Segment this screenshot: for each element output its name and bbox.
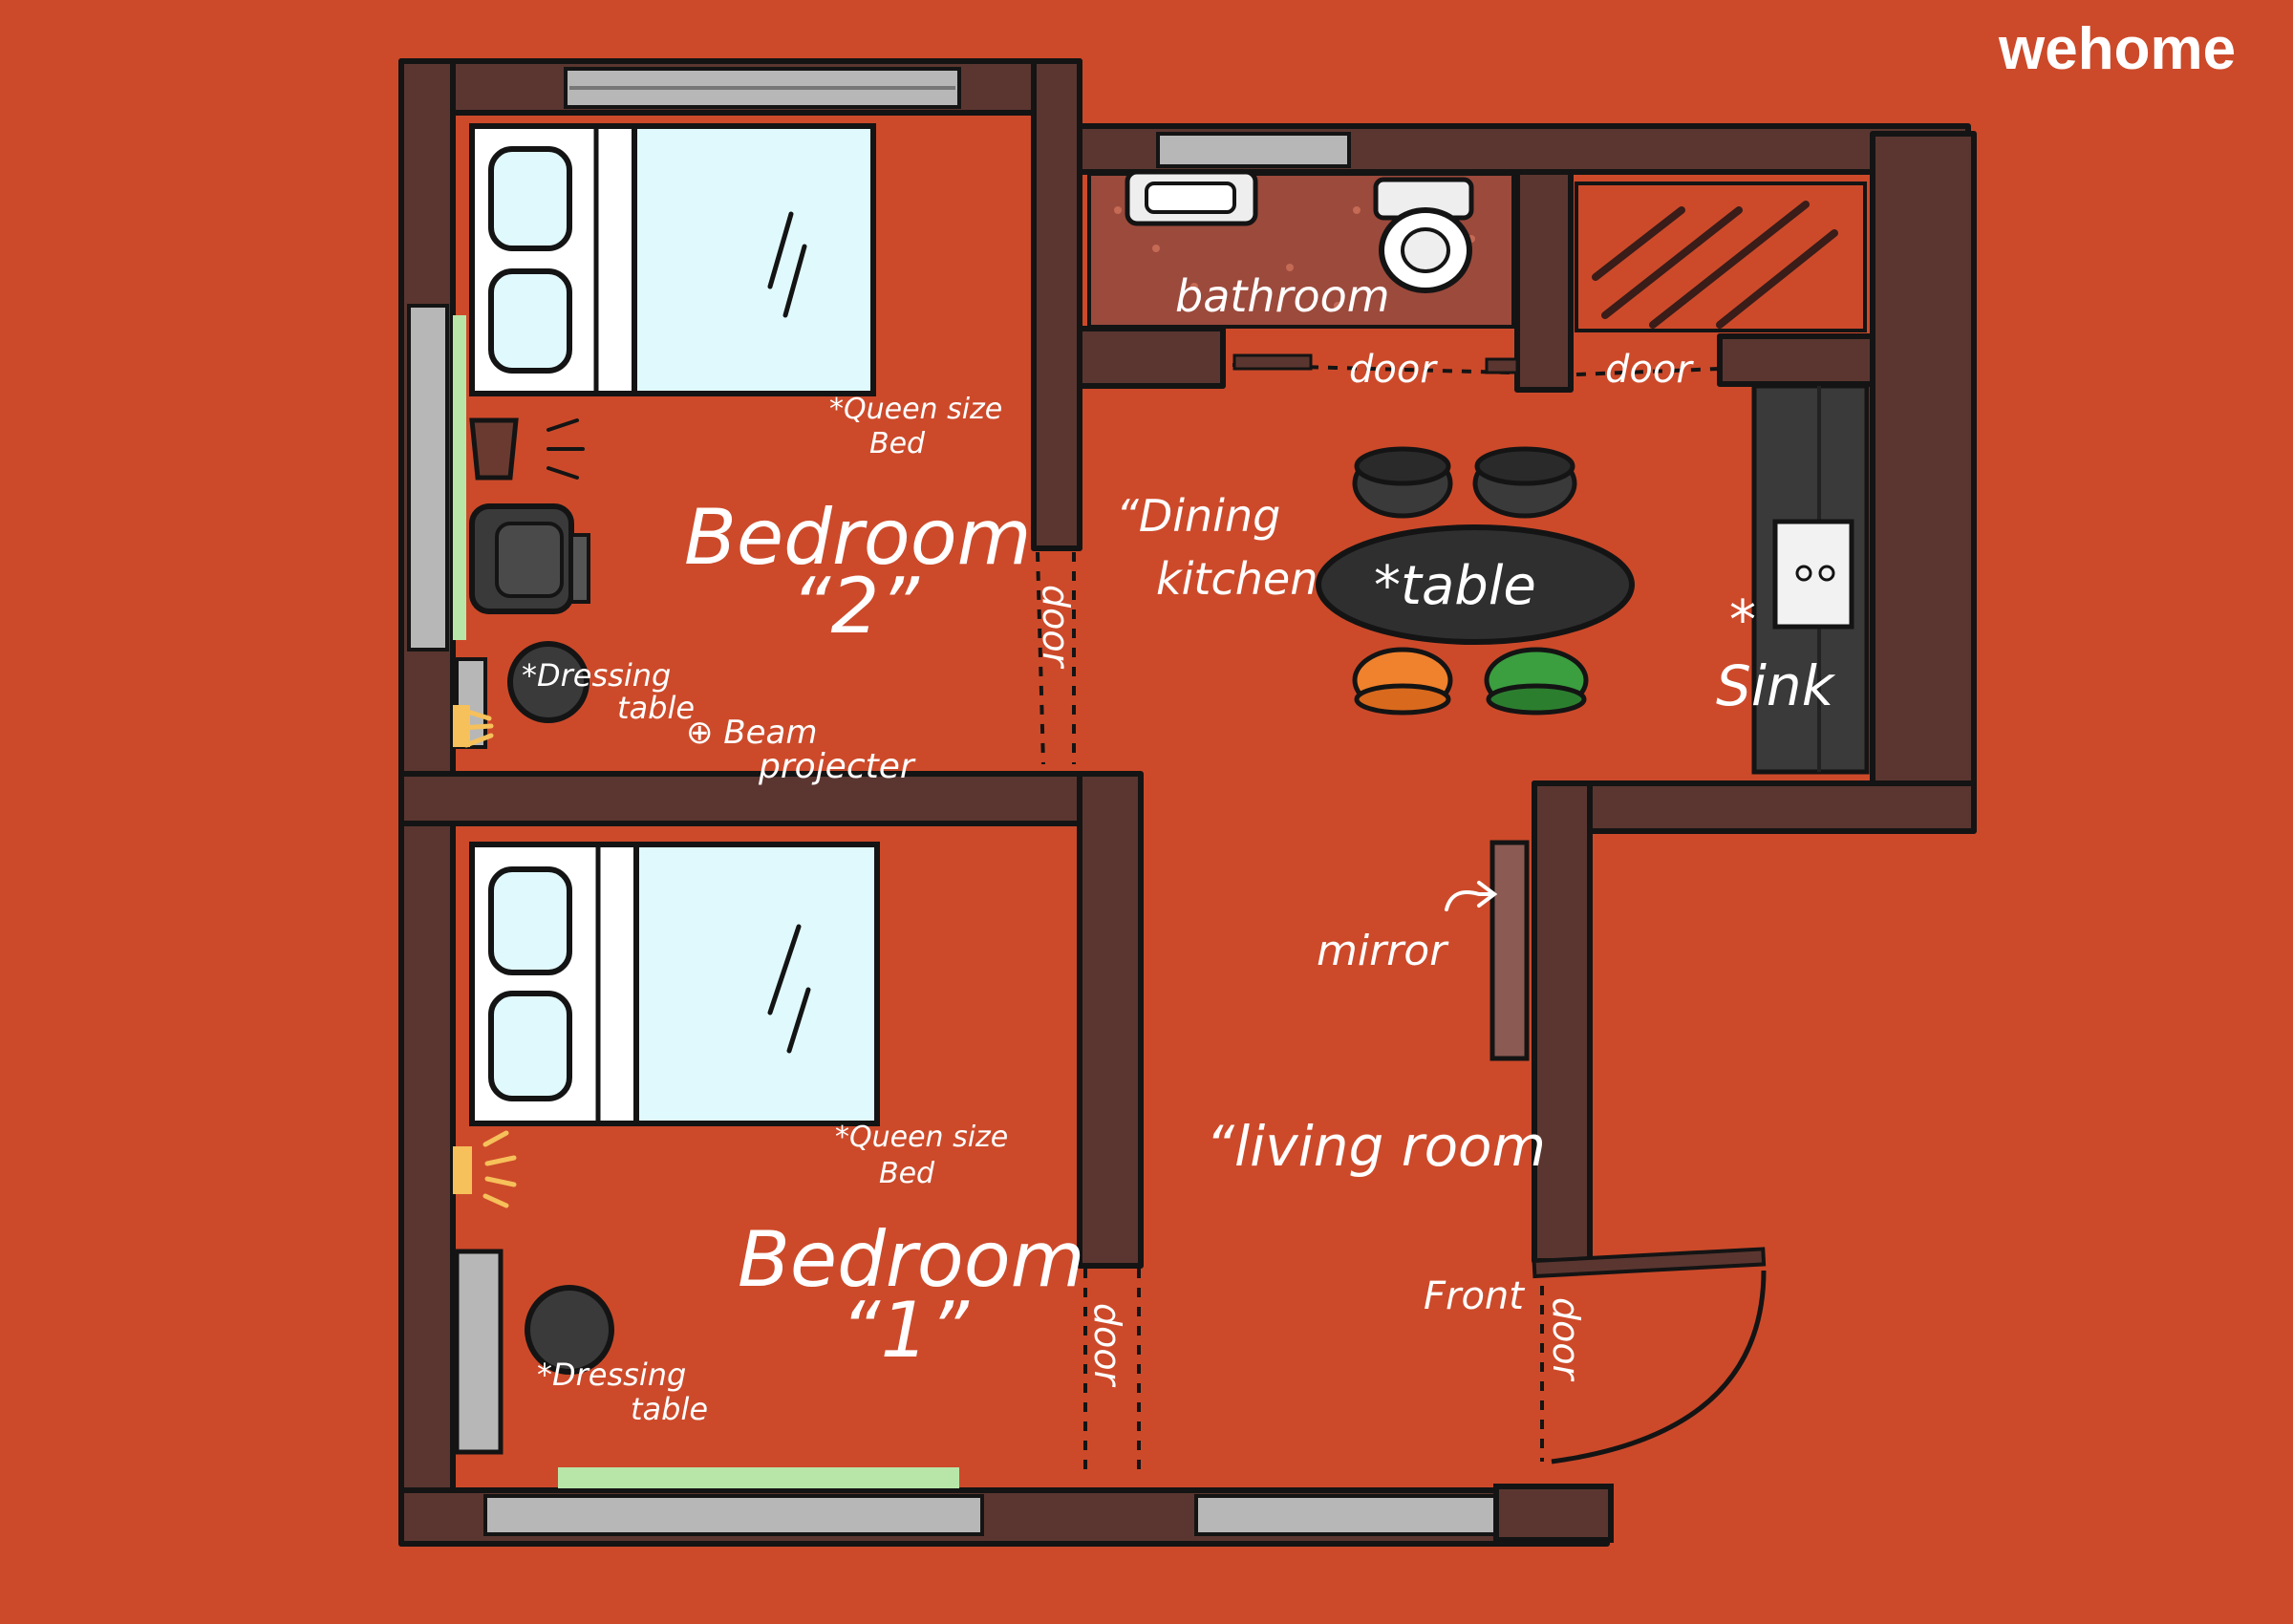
front-door-label: door — [1545, 1297, 1587, 1382]
mirror-label: mirror — [1317, 927, 1449, 975]
dining-stools — [1352, 446, 1589, 716]
bedroom1-dressing-label-line2: table — [631, 1391, 708, 1427]
armchair-icon — [469, 503, 590, 614]
bathroom-door-jamb — [1485, 357, 1519, 374]
bedroom1-door-label: door — [1086, 1303, 1128, 1388]
bedroom1-door-line — [1083, 1269, 1141, 1479]
window-bottom-left — [483, 1494, 984, 1536]
wall-bathroom-closet — [1514, 169, 1574, 393]
bedroom1-number: “1” — [841, 1286, 969, 1375]
pillow — [488, 866, 572, 975]
table-label: *table — [1374, 555, 1536, 617]
kitchen-counter — [1751, 383, 1870, 775]
bathroom-door-label: door — [1349, 348, 1438, 392]
bathroom-door-leaf — [1232, 353, 1313, 371]
bedroom2-door-line — [1036, 551, 1076, 765]
front-label: Front — [1424, 1274, 1525, 1318]
walls — [398, 58, 1977, 1547]
wall-bedroom2-right — [1031, 58, 1082, 551]
front-door — [1493, 1247, 1767, 1543]
stool-dark-1 — [1352, 446, 1453, 519]
pillow — [488, 268, 572, 374]
bedroom1-bed-label-line2: Bed — [879, 1157, 935, 1190]
window-left-bedroom2 — [407, 304, 449, 652]
bedroom2-dressing-label-line2: table — [617, 690, 695, 726]
dining-label-line1: “Dining — [1116, 490, 1280, 542]
stove-icon — [1772, 519, 1854, 630]
living-room-label: “living room — [1206, 1114, 1546, 1179]
beam-projector-label-line1: ⊕ Beam — [686, 714, 818, 752]
beam-projector-label-line2: projecter — [758, 747, 916, 786]
sink-label: Sink — [1716, 653, 1836, 718]
stool-dark-2 — [1472, 446, 1577, 519]
wall-light-icon — [453, 1130, 517, 1208]
window-sill-green — [558, 1467, 959, 1488]
bedroom2-number: “2” — [791, 562, 919, 651]
bedroom2-bed-label-line2: Bed — [869, 427, 926, 460]
windows — [407, 67, 1513, 1536]
bedroom2-door-label: door — [1035, 585, 1077, 670]
bedroom1-bed — [469, 842, 880, 1126]
wall-closet-bottom — [1717, 333, 1875, 387]
wall-bedroom1-right — [1077, 771, 1144, 1269]
window-sill-green-left — [453, 315, 466, 640]
bedroom1-title: Bedroom — [738, 1215, 1085, 1304]
bedroom2-title: Bedroom — [684, 493, 1032, 582]
stool-orange — [1352, 647, 1453, 716]
toilet-icon — [1373, 177, 1474, 293]
bedroom2-bed-label-line1: *Queen size — [829, 393, 1002, 426]
pillow — [488, 991, 572, 1101]
bedroom2-bed — [469, 123, 876, 396]
wall-living-right — [1532, 780, 1593, 1264]
sink-star: * — [1729, 589, 1756, 652]
wall-living-top-right — [1532, 780, 1977, 834]
logo-text: wehome — [1998, 16, 2236, 82]
closet-door-label: door — [1605, 348, 1694, 392]
bedroom1-dressing-label-line1: *Dressing — [537, 1357, 686, 1393]
dining-table: *table — [1316, 524, 1635, 645]
mirror-icon — [1445, 840, 1530, 1061]
wall-right-kitchen — [1870, 131, 1977, 786]
washbasin-icon — [1125, 169, 1258, 226]
bedroom1-dressing-table-icon — [454, 1249, 614, 1455]
bedroom1-bed-label-line1: *Queen size — [835, 1121, 1008, 1154]
dining-label-line2: kitchen — [1156, 553, 1318, 605]
bathroom-label: bathroom — [1175, 270, 1390, 322]
stool-green — [1484, 647, 1589, 716]
pillow — [488, 146, 572, 251]
wehome-logo: wehome — [1998, 16, 2236, 82]
wall-bathroom-bottom-left — [1077, 326, 1226, 389]
dressing-table-stool-icon — [453, 641, 589, 749]
bathroom-area: bathroom — [1087, 169, 1515, 329]
window-bottom-right — [1194, 1494, 1513, 1536]
lamp-icon — [469, 417, 585, 481]
bedroom2-dressing-label-line1: *Dressing — [522, 657, 671, 694]
window-bathroom — [1156, 132, 1351, 168]
closet-area — [1575, 182, 1867, 332]
